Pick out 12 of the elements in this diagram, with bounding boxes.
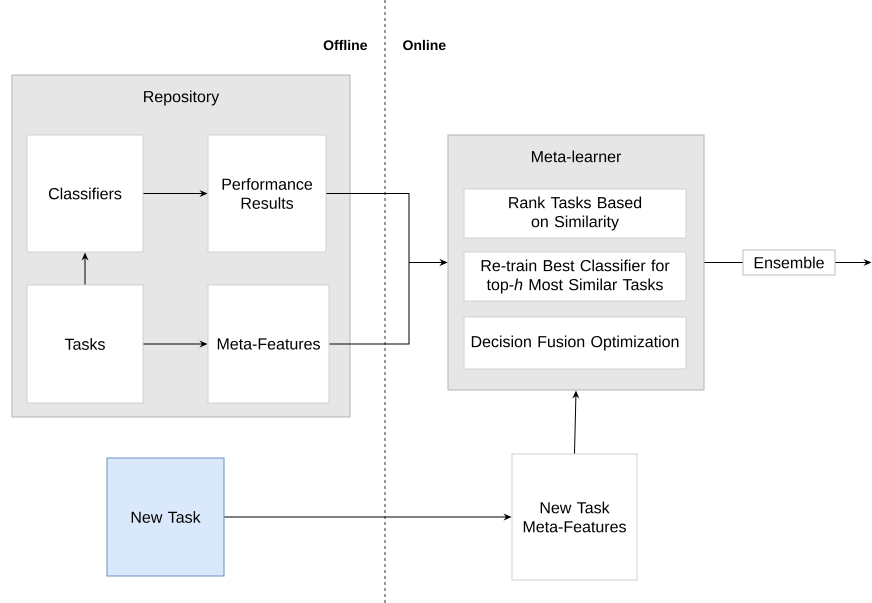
step-box: Re-train Best Classifier for top-h Most Similar Tasks [464, 252, 686, 302]
process-box: Meta-Features [208, 284, 330, 404]
input-box: New Task [106, 458, 224, 576]
process-box: Classifiers [26, 134, 144, 252]
process-box: Performance Results [208, 134, 326, 252]
section-label: Offline [324, 40, 367, 50]
process-box: Tasks [26, 284, 144, 404]
output-box: Ensemble [742, 250, 836, 276]
step-box: Rank Tasks Based on Similarity [464, 188, 686, 238]
process-box: New Task Meta-Features [512, 454, 638, 580]
section-label: Online [403, 40, 446, 50]
step-box: Decision Fusion Optimization [464, 316, 686, 370]
